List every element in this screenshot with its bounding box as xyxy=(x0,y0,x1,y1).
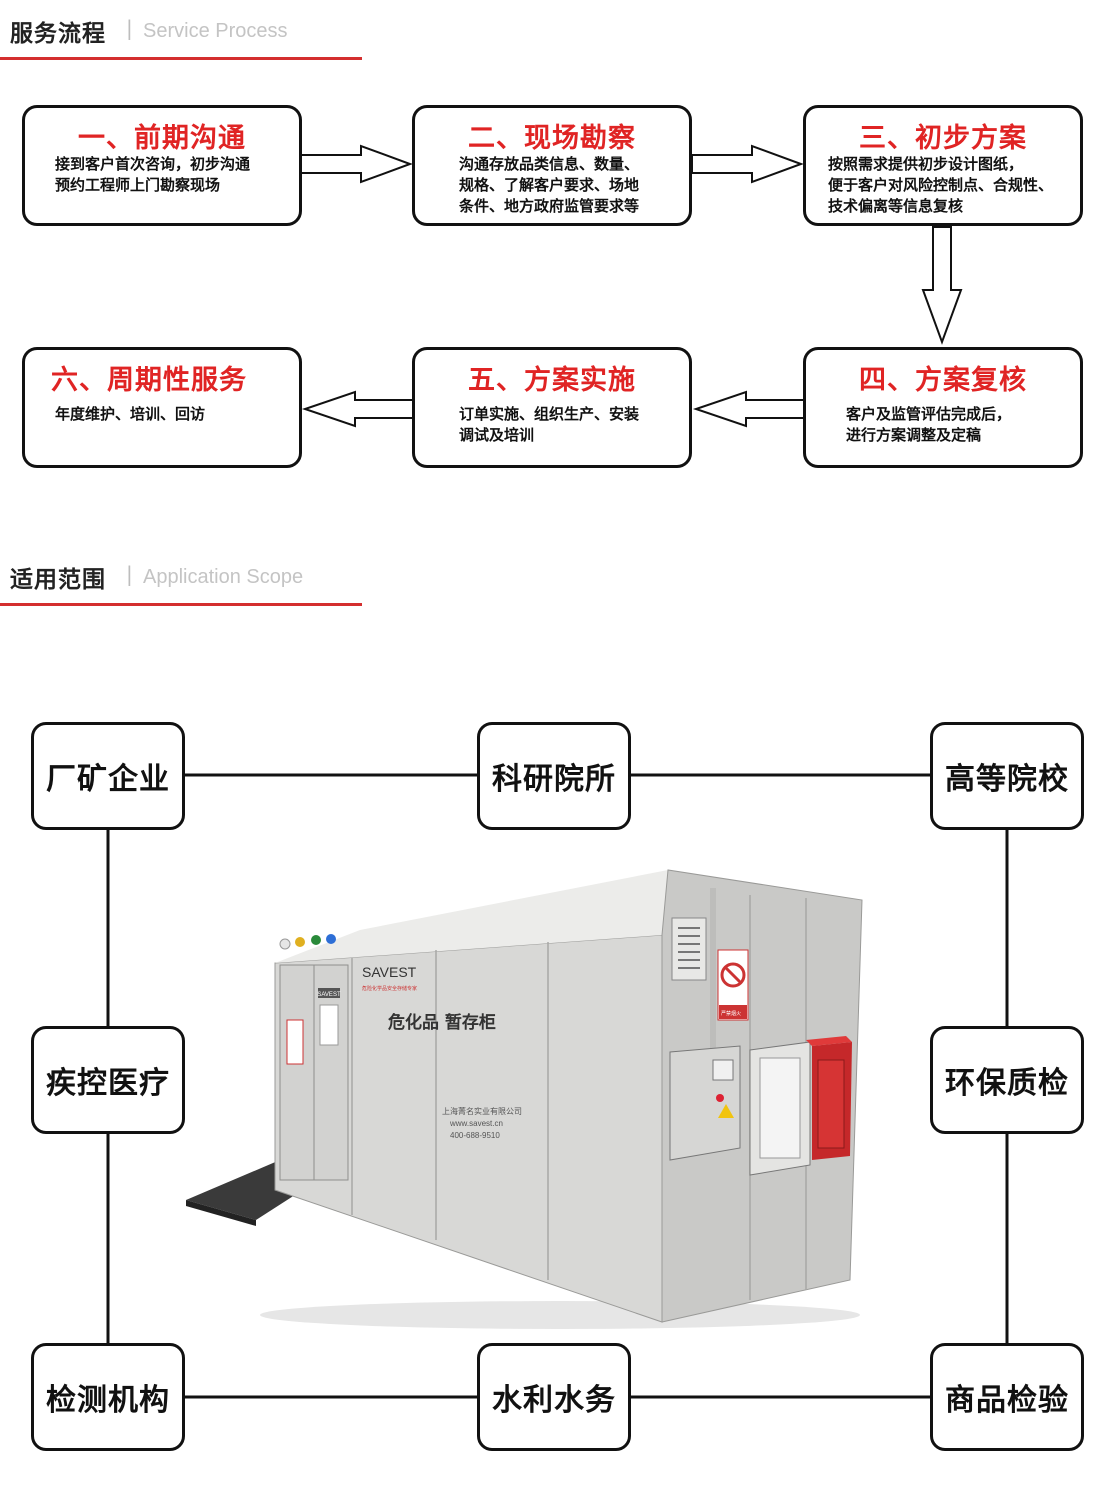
step-desc-line: 规格、了解客户要求、场地 xyxy=(459,176,640,194)
scope-factory-enterprise: 厂矿企业 xyxy=(31,722,185,830)
step-title: 四、方案复核 xyxy=(859,365,1027,396)
scope-cdc-medical: 疾控医疗 xyxy=(31,1026,185,1134)
scope-label: 检测机构 xyxy=(46,1383,170,1418)
step-4-plan-review: 四、方案复核 客户及监管评估完成后， 进行方案调整及定稿 xyxy=(803,347,1083,468)
scope-label: 水利水务 xyxy=(492,1383,616,1418)
section-underline xyxy=(0,603,362,606)
step-desc: 年度维护、培训、回访 xyxy=(55,404,287,425)
brand-subtitle: 危险化学品安全存储专家 xyxy=(362,985,417,992)
step-6-periodic-service: 六、周期性服务 年度维护、培训、回访 xyxy=(22,347,302,468)
door-badge: SAVEST xyxy=(317,992,341,998)
arrow-down-icon xyxy=(921,226,963,345)
connector-lines xyxy=(106,773,1009,1399)
step-title: 三、初步方案 xyxy=(859,123,1027,154)
company-phone: 400-688-9510 xyxy=(450,1131,500,1140)
scope-label: 厂矿企业 xyxy=(46,762,170,797)
warning-sign-text: 严禁烟火 xyxy=(721,1010,741,1017)
step-desc-line: 客户及监管评估完成后， xyxy=(846,405,1012,423)
step-desc-line: 条件、地方政府监管要求等 xyxy=(459,197,640,215)
arrow-left-icon xyxy=(301,390,414,428)
scope-label: 疾控医疗 xyxy=(46,1066,170,1101)
step-desc-line: 技术偏离等信息复核 xyxy=(828,197,964,215)
section-title-en: Application Scope xyxy=(143,566,304,588)
service-process-header: 服务流程 | Service Process xyxy=(0,0,362,60)
step-desc-line: 年度维护、培训、回访 xyxy=(55,405,206,423)
step-title: 五、方案实施 xyxy=(468,365,636,396)
scope-testing-agency: 检测机构 xyxy=(31,1343,185,1451)
scope-label: 高等院校 xyxy=(945,762,1069,797)
step-desc-line: 订单实施、组织生产、安装 xyxy=(459,405,640,423)
step-desc: 订单实施、组织生产、安装 调试及培训 xyxy=(459,404,677,446)
scope-environmental-qc: 环保质检 xyxy=(930,1026,1084,1134)
section-underline xyxy=(0,57,362,60)
section-title-en: Service Process xyxy=(143,20,288,42)
scope-water-affairs: 水利水务 xyxy=(477,1343,631,1451)
step-5-implementation: 五、方案实施 订单实施、组织生产、安装 调试及培训 xyxy=(412,347,692,468)
scope-university: 高等院校 xyxy=(930,722,1084,830)
scope-research-institute: 科研院所 xyxy=(477,722,631,830)
step-3-preliminary-plan: 三、初步方案 按照需求提供初步设计图纸， 便于客户对风险控制点、合规性、 技术偏… xyxy=(803,105,1083,226)
step-desc: 按照需求提供初步设计图纸， 便于客户对风险控制点、合规性、 技术偏离等信息复核 xyxy=(828,154,1068,217)
company-website: www.savest.cn xyxy=(449,1119,503,1128)
arrow-right-icon xyxy=(300,144,413,184)
scope-label: 科研院所 xyxy=(492,762,616,797)
scope-label: 商品检验 xyxy=(945,1383,1069,1418)
step-title: 二、现场勘察 xyxy=(468,123,636,154)
section-title-cn: 适用范围 xyxy=(10,567,106,593)
brand-logo: SAVEST xyxy=(362,964,417,980)
step-desc: 客户及监管评估完成后， 进行方案调整及定稿 xyxy=(846,404,1068,446)
section-separator: | xyxy=(126,16,133,40)
step-desc-line: 接到客户首次咨询，初步沟通 xyxy=(55,155,251,173)
step-desc-line: 便于客户对风险控制点、合规性、 xyxy=(828,176,1054,194)
product-name: 危化品 暂存柜 xyxy=(387,1012,496,1033)
step-title: 六、周期性服务 xyxy=(51,365,247,396)
section-separator: | xyxy=(126,562,133,586)
arrow-left-icon xyxy=(692,390,805,428)
step-desc: 接到客户首次咨询，初步沟通 预约工程师上门勘察现场 xyxy=(55,154,287,196)
step-desc: 沟通存放品类信息、数量、 规格、了解客户要求、场地 条件、地方政府监管要求等 xyxy=(459,154,677,217)
company-name: 上海菁名实业有限公司 xyxy=(442,1106,522,1116)
section-title-cn: 服务流程 xyxy=(10,21,106,47)
step-desc-line: 调试及培训 xyxy=(459,426,535,444)
step-title: 一、前期沟通 xyxy=(78,123,246,154)
scope-commodity-inspection: 商品检验 xyxy=(930,1343,1084,1451)
step-desc-line: 按照需求提供初步设计图纸， xyxy=(828,155,1024,173)
step-desc-line: 预约工程师上门勘察现场 xyxy=(55,176,221,194)
arrow-right-icon xyxy=(691,144,804,184)
scope-label: 环保质检 xyxy=(945,1066,1069,1101)
step-desc-line: 进行方案调整及定稿 xyxy=(846,426,982,444)
step-desc-line: 沟通存放品类信息、数量、 xyxy=(459,155,640,173)
step-1-consultation: 一、前期沟通 接到客户首次咨询，初步沟通 预约工程师上门勘察现场 xyxy=(22,105,302,226)
process-arrows xyxy=(300,144,963,428)
application-scope-header: 适用范围 | Application Scope xyxy=(0,546,362,606)
storage-cabinet-image: SAVEST xyxy=(186,869,863,1329)
step-2-site-survey: 二、现场勘察 沟通存放品类信息、数量、 规格、了解客户要求、场地 条件、地方政府… xyxy=(412,105,692,226)
